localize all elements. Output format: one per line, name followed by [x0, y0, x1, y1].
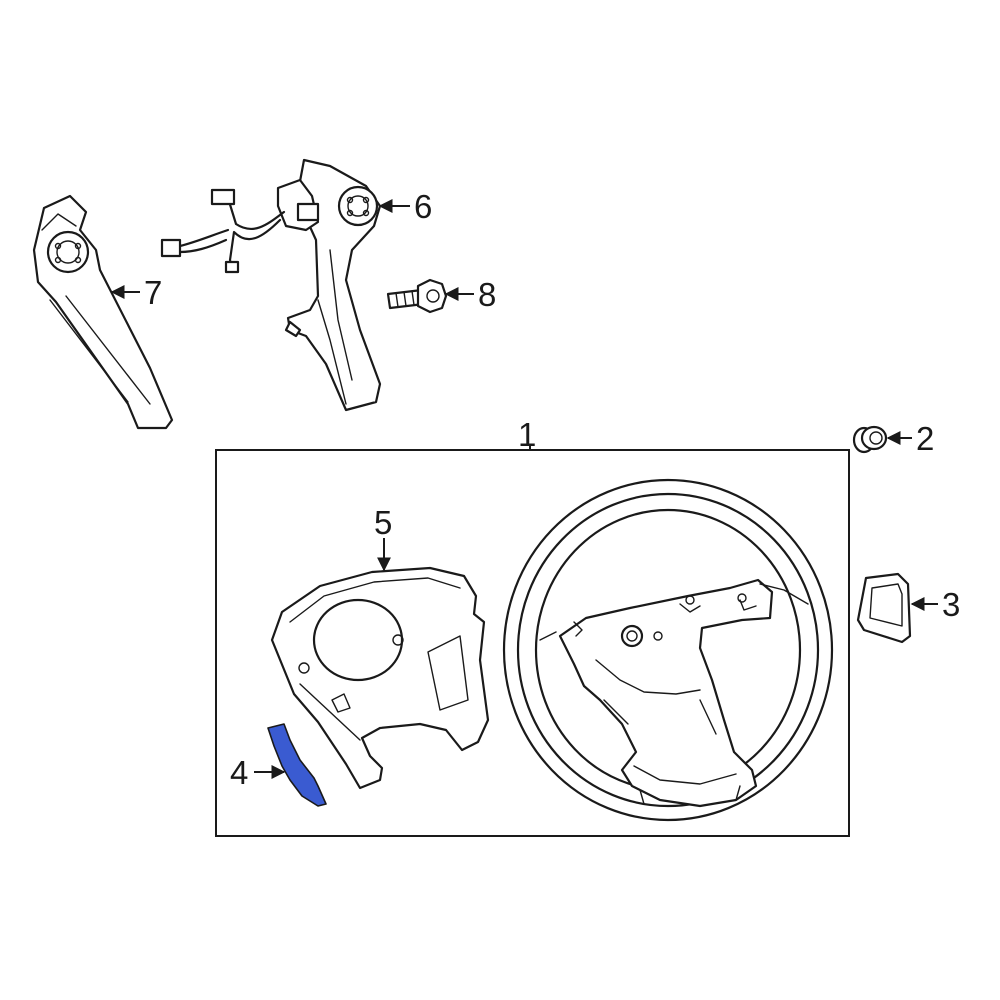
callout-3: 3: [942, 586, 960, 623]
assembly-box: [215, 449, 850, 837]
steering-wheel: [502, 478, 834, 822]
part-4-highlight-cover: [267, 723, 327, 807]
part-7-switch-cover-left: [32, 194, 174, 430]
callout-5: 5: [374, 504, 392, 541]
callout-labels: 1 2 3 4 5 6 7 8: [144, 188, 960, 791]
callout-6: 6: [414, 188, 432, 225]
part-8-bolt: [386, 278, 448, 314]
callout-8: 8: [478, 276, 496, 313]
part-5-pad-cover: [270, 566, 490, 790]
part-3-bezel: [856, 572, 912, 644]
callout-2: 2: [916, 420, 934, 457]
callout-7: 7: [144, 274, 162, 311]
callout-1: 1: [518, 416, 536, 453]
part-2-grommet: [852, 425, 888, 454]
part-6-steering-switch: [160, 158, 382, 412]
leader-lines: [110, 199, 938, 779]
callout-4: 4: [230, 754, 248, 791]
